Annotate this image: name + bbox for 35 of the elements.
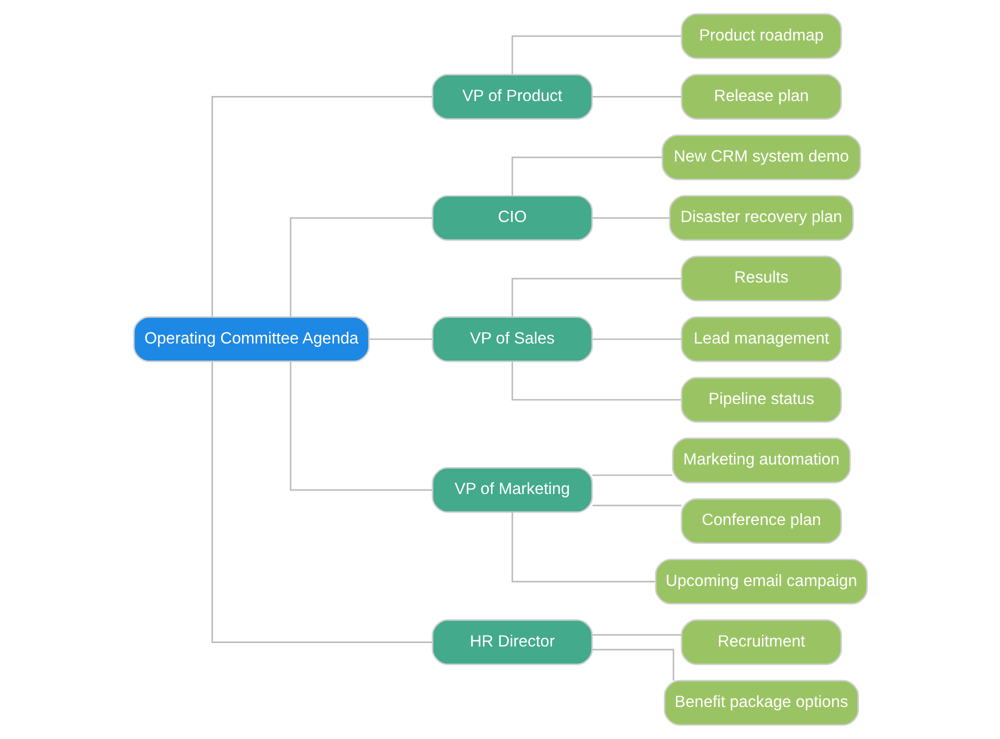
- connector: [592, 504, 681, 506]
- node-box: VP of Product: [431, 74, 592, 120]
- connector: [511, 35, 681, 74]
- node-box: VP of Marketing: [431, 467, 592, 513]
- connector: [368, 338, 432, 340]
- node-box: Marketing automation: [671, 438, 850, 484]
- node-box: Product roadmap: [680, 13, 842, 60]
- connector: [592, 648, 674, 681]
- node-box: New CRM system demo: [661, 134, 861, 180]
- node-box: Conference plan: [680, 498, 842, 544]
- node-box: CIO: [431, 195, 592, 241]
- node-box: Pipeline status: [680, 376, 842, 423]
- node-box: Benefit package options: [663, 680, 858, 726]
- node-box: Release plan: [680, 74, 842, 120]
- connector: [211, 361, 432, 643]
- connector: [592, 634, 681, 636]
- connector: [211, 96, 432, 317]
- connector: [592, 217, 670, 219]
- node-box: VP of Sales: [431, 316, 592, 362]
- node-box: Disaster recovery plan: [668, 195, 854, 241]
- node-box: Operating Committee Agenda: [132, 316, 370, 362]
- node-box: Recruitment: [680, 619, 842, 666]
- connector: [289, 217, 432, 317]
- node-box: Lead management: [680, 316, 842, 362]
- connector: [511, 278, 681, 317]
- connector: [592, 96, 681, 98]
- connector: [289, 361, 432, 491]
- connector: [592, 474, 672, 476]
- connector: [511, 362, 681, 401]
- node-box: Results: [680, 256, 842, 302]
- node-box: Upcoming email campaign: [654, 558, 868, 605]
- connector: [511, 156, 662, 196]
- connector: [511, 512, 655, 582]
- node-box: HR Director: [431, 619, 592, 666]
- connector: [592, 338, 681, 340]
